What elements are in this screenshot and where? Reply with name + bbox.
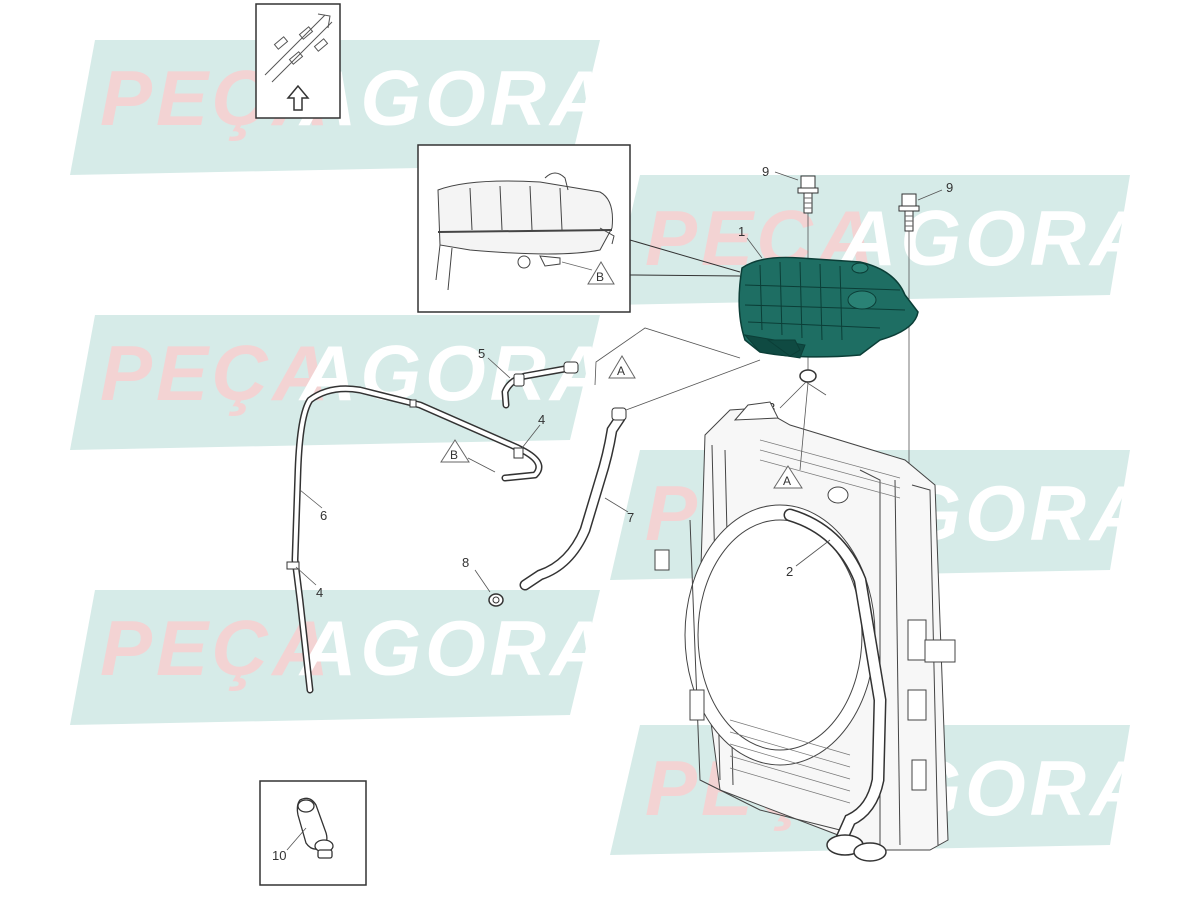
callout-7: 7: [627, 510, 634, 525]
leader-line: [746, 237, 763, 259]
watermark-brand-right: AGORA: [298, 54, 610, 142]
leader-line: [474, 569, 491, 593]
marker-label: A: [617, 364, 625, 378]
watermark-brand-right: AGORA: [298, 604, 610, 692]
callout-1: 1: [738, 224, 745, 239]
callout-10: 10: [272, 848, 286, 863]
vehicle-outline-icon: [264, 13, 333, 83]
inset-connector-line: [629, 274, 741, 277]
leader-line: [286, 827, 307, 851]
clamp-3: [779, 369, 827, 409]
callout-9b: 9: [946, 180, 953, 195]
hose-6: [286, 385, 543, 694]
callout-2: 2: [786, 564, 793, 579]
leader-line: [295, 566, 317, 586]
tank-detail-inset: B: [417, 144, 631, 313]
callout-9a: 9: [762, 164, 769, 179]
watermark-band-shape: [610, 175, 1130, 305]
radiator-assembly: [654, 401, 956, 851]
callout-6: 6: [320, 508, 327, 523]
watermark-band: PEÇA AGORA: [70, 590, 610, 725]
leader-line: [774, 171, 799, 181]
leader-line: [521, 424, 541, 449]
tank-detail-drawing: [435, 172, 615, 291]
leader-line: [604, 497, 629, 513]
watermark-brand-left: PEÇA: [100, 604, 333, 692]
callout-4a: 4: [538, 412, 545, 427]
leader-line: [795, 539, 831, 567]
marker-label: B: [596, 270, 604, 284]
marker-a-main: A: [594, 327, 741, 386]
clamp-8: [488, 593, 504, 607]
leader-line: [561, 261, 593, 271]
clamp-inset: 10: [259, 780, 367, 886]
arrow-up-icon: [286, 84, 310, 111]
detail-marker-b: B: [587, 261, 615, 285]
watermark-brand-right: AGORA: [838, 194, 1150, 282]
watermark-band-shape: [70, 590, 600, 725]
watermark-band: PEÇA AGORA: [70, 315, 610, 450]
watermark-brand-right: AGORA: [298, 329, 610, 417]
callout-8: 8: [462, 555, 469, 570]
bolt-9a: [797, 175, 819, 214]
expansion-tank: [738, 256, 919, 359]
hose-2: [783, 508, 887, 862]
marker-a-radiator: A: [773, 382, 809, 489]
marker-label: B: [450, 448, 458, 462]
inset-connector-line: [629, 239, 741, 273]
leader-line: [487, 357, 511, 379]
hose-clamp-icon: [296, 797, 334, 859]
hose-7: [519, 359, 761, 591]
watermark-band-shape: [70, 315, 600, 450]
orientation-inset: [255, 3, 341, 119]
marker-label: A: [783, 474, 791, 488]
hose-5: [501, 361, 579, 409]
watermark-brand-left: PEÇA: [100, 329, 333, 417]
callout-5: 5: [478, 346, 485, 361]
marker-b-hose: B: [440, 439, 496, 473]
leader-line: [917, 189, 943, 201]
bolt-9b: [898, 193, 920, 232]
leader-line: [299, 489, 323, 509]
callout-4b: 4: [316, 585, 323, 600]
